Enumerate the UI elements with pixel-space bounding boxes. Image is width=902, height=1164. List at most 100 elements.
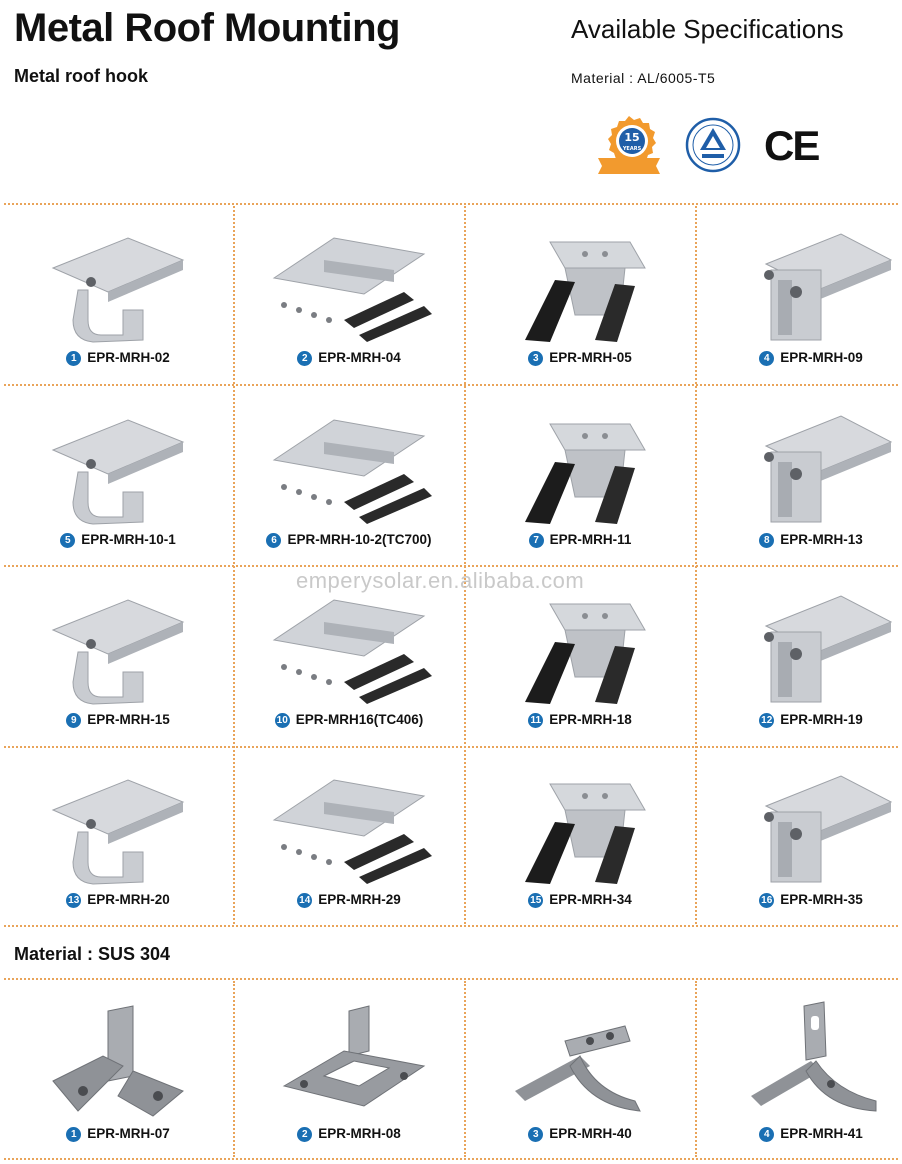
- aluminum-product-image: [272, 599, 432, 704]
- ce-mark: CE: [764, 122, 820, 169]
- item-number-badge: 14: [297, 893, 313, 908]
- page-subtitle: Metal roof hook: [14, 66, 148, 86]
- item-number-badge: 4: [759, 1127, 775, 1142]
- divider: [4, 925, 898, 927]
- product-code: EPR-MRH-18: [549, 712, 632, 727]
- product-code: EPR-MRH-05: [549, 350, 632, 365]
- product-code: EPR-MRH16(TC406): [295, 712, 424, 727]
- product-code: EPR-MRH-34: [549, 892, 632, 907]
- product-code: EPR-MRH-10-1: [81, 532, 176, 547]
- product-code: EPR-MRH-41: [780, 1126, 863, 1141]
- product-caption: 13 EPR-MRH-20: [3, 892, 233, 908]
- product-code: EPR-MRH-04: [318, 350, 401, 365]
- product-caption: 16 EPR-MRH-35: [696, 892, 902, 908]
- item-number-badge: 11: [528, 713, 544, 728]
- product-caption: 1 EPR-MRH-02: [3, 350, 233, 366]
- aluminum-product-image: [51, 419, 185, 525]
- item-number-badge: 5: [60, 533, 76, 548]
- product-caption: 14 EPR-MRH-29: [234, 892, 464, 908]
- product-code: EPR-MRH-08: [318, 1126, 401, 1141]
- aluminum-product-image: [272, 419, 432, 524]
- item-number-badge: 10: [274, 713, 290, 728]
- divider: [4, 565, 898, 567]
- item-number-badge: 3: [528, 1127, 544, 1142]
- aluminum-product-image: [272, 237, 432, 342]
- item-number-badge: 8: [759, 533, 775, 548]
- product-caption: 2 EPR-MRH-04: [234, 350, 464, 366]
- product-code: EPR-MRH-15: [87, 712, 170, 727]
- product-caption: 4 EPR-MRH-41: [696, 1126, 902, 1142]
- warranty-badge-icon: 15 YEARS: [598, 116, 660, 174]
- item-number-badge: 13: [66, 893, 82, 908]
- item-number-badge: 4: [759, 351, 775, 366]
- aluminum-product-image: [51, 237, 185, 343]
- product-code: EPR-MRH-40: [549, 1126, 632, 1141]
- item-number-badge: 7: [528, 533, 544, 548]
- product-caption: 11 EPR-MRH-18: [465, 712, 695, 728]
- svg-text:YEARS: YEARS: [622, 146, 642, 152]
- item-number-badge: 3: [528, 351, 544, 366]
- product-code: EPR-MRH-11: [549, 532, 632, 547]
- item-number-badge: 15: [528, 893, 544, 908]
- column-divider: [695, 981, 697, 1157]
- steel-product-image: [52, 1005, 184, 1117]
- product-code: EPR-MRH-20: [87, 892, 170, 907]
- steel-product-image: [751, 1001, 877, 1112]
- watermark-text: emperysolar.en.alibaba.com: [296, 568, 585, 593]
- page-title: Metal Roof Mounting: [14, 6, 400, 50]
- item-number-badge: 12: [759, 713, 775, 728]
- item-number-badge: 2: [297, 1127, 313, 1142]
- product-caption: 6 EPR-MRH-10-2(TC700): [234, 532, 464, 548]
- product-caption: 4 EPR-MRH-09: [696, 350, 902, 366]
- tuv-certification-icon: [685, 117, 741, 173]
- steel-product-image: [282, 1005, 426, 1107]
- product-code: EPR-MRH-09: [780, 350, 863, 365]
- product-caption: 5 EPR-MRH-10-1: [3, 532, 233, 548]
- product-code: EPR-MRH-02: [87, 350, 170, 365]
- material-label: Material : AL/6005-T5: [571, 70, 716, 86]
- aluminum-product-image: [51, 779, 185, 885]
- product-caption: 7 EPR-MRH-11: [465, 532, 695, 548]
- product-code: EPR-MRH-13: [780, 532, 863, 547]
- product-caption: 8 EPR-MRH-13: [696, 532, 902, 548]
- product-caption: 1 EPR-MRH-07: [3, 1126, 233, 1142]
- product-code: EPR-MRH-07: [87, 1126, 170, 1141]
- divider: [4, 203, 898, 205]
- item-number-badge: 1: [66, 351, 82, 366]
- column-divider: [233, 206, 235, 924]
- spec-title: Available Specifications: [571, 14, 844, 44]
- product-caption: 10 EPR-MRH16(TC406): [234, 712, 464, 728]
- aluminum-product-image: [525, 423, 646, 524]
- steel-product-image: [515, 1025, 641, 1112]
- item-number-badge: 9: [66, 713, 82, 728]
- column-divider: [464, 981, 466, 1157]
- item-number-badge: 6: [266, 533, 282, 548]
- steel-section-title: Material : SUS 304: [14, 944, 171, 964]
- product-code: EPR-MRH-29: [318, 892, 401, 907]
- item-number-badge: 1: [66, 1127, 82, 1142]
- column-divider: [464, 206, 466, 924]
- aluminum-product-image: [51, 599, 185, 705]
- svg-text:15: 15: [624, 131, 639, 144]
- divider: [4, 1158, 898, 1160]
- item-number-badge: 16: [759, 893, 775, 908]
- divider: [4, 978, 898, 980]
- aluminum-product-image: [764, 233, 893, 341]
- divider: [4, 746, 898, 748]
- divider: [4, 384, 898, 386]
- aluminum-product-image: [764, 775, 893, 883]
- product-caption: 3 EPR-MRH-40: [465, 1126, 695, 1142]
- aluminum-product-image: [764, 595, 893, 703]
- product-code: EPR-MRH-10-2(TC700): [287, 532, 432, 547]
- aluminum-product-image: [272, 779, 432, 884]
- product-caption: 2 EPR-MRH-08: [234, 1126, 464, 1142]
- product-caption: 15 EPR-MRH-34: [465, 892, 695, 908]
- product-caption: 3 EPR-MRH-05: [465, 350, 695, 366]
- product-code: EPR-MRH-19: [780, 712, 863, 727]
- column-divider: [695, 206, 697, 924]
- aluminum-product-image: [764, 415, 893, 523]
- aluminum-product-image: [525, 603, 646, 704]
- product-code: EPR-MRH-35: [780, 892, 863, 907]
- aluminum-product-image: [525, 241, 646, 342]
- item-number-badge: 2: [297, 351, 313, 366]
